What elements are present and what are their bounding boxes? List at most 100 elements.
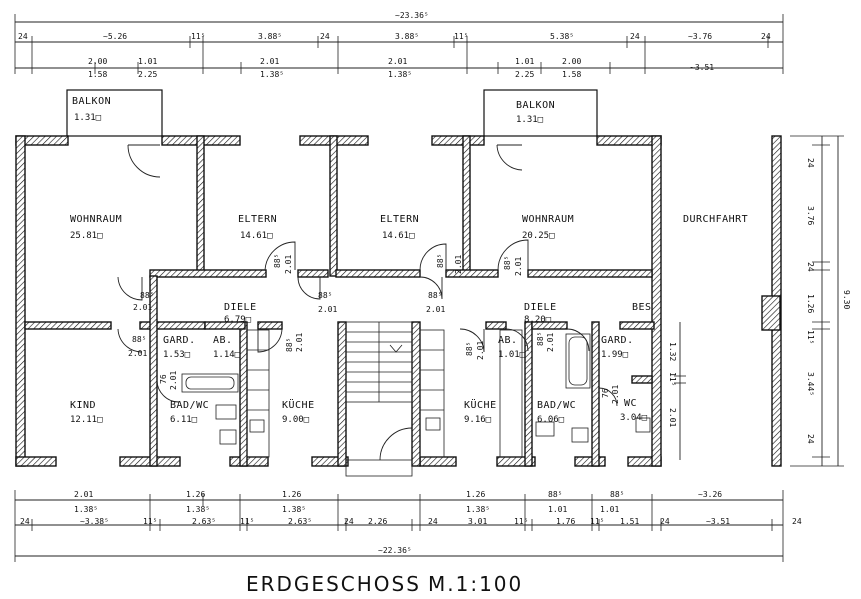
dim-bot-r2-4: 11⁵ [240, 517, 254, 526]
kueche-left-name: KÜCHE [282, 398, 315, 411]
dim-bot-r2-8: 24 [428, 517, 438, 526]
diele-right-area: 8.20□ [524, 315, 552, 325]
ab-left-area: 1.14□ [213, 350, 241, 360]
eltern-left-name: ELTERN [238, 214, 277, 225]
dim-top-r2u-1: 1.01 [138, 57, 157, 66]
door-label: 76 [159, 374, 168, 384]
dim-bot-r2-10: 11⁵ [514, 517, 528, 526]
top-dimensions: ~23.36⁵ 24 ~5.26 11⁵ 3.88⁵ 24 3.88⁵ 11⁵ … [14, 11, 784, 79]
door-labels: 88⁵ 2.01 88⁵ 2.01 88⁵ 2.01 88⁵ 2.01 88⁵ … [128, 254, 620, 404]
gard-left-name: GARD. [163, 335, 196, 346]
dim-bot-r2-3: 2.63⁵ [192, 517, 216, 526]
dim-top-r2l-0: 1.58 [88, 70, 107, 79]
door-label: 2.01 [514, 257, 523, 276]
dim-inner-2: 2.01 [668, 408, 677, 427]
door-label: 88⁵ [132, 335, 146, 344]
wc-area: 3.04□ [620, 413, 648, 423]
dim-bot-r1l-0: 1.38⁵ [74, 505, 98, 514]
door-label: 2.01 [318, 305, 337, 314]
eltern-right-area: 14.61□ [382, 231, 415, 241]
kind-name: KIND [70, 400, 96, 411]
dim-bot-r2-11: 1.76 [556, 517, 575, 526]
door-label: 2.01 [284, 255, 293, 274]
bes-name: BES [632, 302, 652, 313]
dim-top-r1-5: 3.88⁵ [395, 32, 419, 41]
dim-bot-r2-1: ~3.38⁵ [80, 517, 109, 526]
dim-bot-r1u-3: 1.26 [466, 490, 485, 499]
kueche-right-area: 9.16□ [464, 415, 492, 425]
dim-bot-r1u-5: 88⁵ [610, 490, 624, 499]
door-label: 88⁵ [140, 291, 154, 300]
gard-left-area: 1.53□ [163, 350, 191, 360]
wohnraum-right-name: WOHNRAUM [522, 214, 574, 225]
dim-top-r1-9: ~3.76 [688, 32, 712, 41]
badwc-left-area: 6.11□ [170, 415, 198, 425]
dim-bot-r2-5: 2.63⁵ [288, 517, 312, 526]
dim-bot-overall: ~22.36⁵ [378, 546, 412, 555]
door-label: 88⁵ [503, 256, 512, 270]
door-label: 88⁵ [318, 291, 332, 300]
dim-top-r1-8: 24 [630, 32, 640, 41]
dim-bot-r2-2: 11⁵ [143, 517, 157, 526]
staircase [345, 321, 413, 477]
kind-area: 12.11□ [70, 415, 103, 425]
dim-inner-0: 1.32 [668, 342, 677, 361]
dim-bot-r1u-1: 1.26 [186, 490, 205, 499]
gard-right-area: 1.99□ [601, 350, 629, 360]
dim-bot-r1l-4: 1.01 [548, 505, 567, 514]
diele-right-name: DIELE [524, 302, 557, 313]
dim-top-r1-1: ~5.26 [103, 32, 127, 41]
doors [117, 144, 618, 461]
ab-right-name: AB. [498, 335, 518, 346]
door-label: 2.01 [128, 349, 147, 358]
dim-bot-r1u-0: 2.01 [74, 490, 93, 499]
room-labels: BALKON 1.31□ BALKON 1.31□ WOHNRAUM 25.81… [70, 96, 748, 425]
dim-top-r1-4: 24 [320, 32, 330, 41]
door-label: 2.01 [546, 333, 555, 352]
dim-bot-r2-12: 11⁵ [590, 517, 604, 526]
dim-top-r2l-4: 2.25 [515, 70, 534, 79]
dim-right-6: 24 [806, 434, 815, 444]
door-label: 88⁵ [436, 254, 445, 268]
balkon-right-name: BALKON [516, 100, 555, 111]
dim-bot-r1u-6: ~3.26 [698, 490, 722, 499]
door-label: 88⁵ [428, 291, 442, 300]
right-dimensions: 24 3.76 24 1.26 11⁵ 3.44⁵ 24 9.30 1.32 1… [668, 135, 851, 467]
door-label: 2.01 [169, 371, 178, 390]
diele-left-area: 6.79□ [224, 315, 252, 325]
kueche-right-name: KÜCHE [464, 398, 497, 411]
eltern-left-area: 14.61□ [240, 231, 273, 241]
badwc-right-area: 6.06□ [537, 415, 565, 425]
door-label: 88⁵ [465, 342, 474, 356]
wohnraum-left-area: 25.81□ [70, 231, 103, 241]
dim-right-2: 24 [806, 262, 815, 272]
durchfahrt-name: DURCHFAHRT [683, 214, 748, 225]
dim-top-r1-3: 3.88⁵ [258, 32, 282, 41]
dim-top-r2u-2: 2.01 [260, 57, 279, 66]
diele-left-name: DIELE [224, 302, 257, 313]
plan-title: ERDGESCHOSS [246, 572, 421, 596]
door-label: 88⁵ [273, 254, 282, 268]
dim-bot-r1l-3: 1.38⁵ [466, 505, 490, 514]
door-label: 88⁵ [285, 338, 294, 352]
door-label: 2.01 [454, 255, 463, 274]
wohnraum-right-area: 20.25□ [522, 231, 555, 241]
dim-bot-r1u-2: 1.26 [282, 490, 301, 499]
dim-top-r2l-5: 1.58 [562, 70, 581, 79]
balkon-left-outline [66, 89, 163, 137]
dim-top-r2u-3: 2.01 [388, 57, 407, 66]
door-label: 88⁵ [536, 332, 545, 346]
dim-bot-r1l-5: 1.01 [600, 505, 619, 514]
dim-bot-r1l-1: 1.38⁵ [186, 505, 210, 514]
kitchen-right-counter [419, 329, 445, 458]
door-label: 2.01 [295, 333, 304, 352]
fixtures [181, 329, 651, 458]
door-label: 2.01 [426, 305, 445, 314]
wohnraum-left-name: WOHNRAUM [70, 214, 122, 225]
dim-right-0: 24 [806, 158, 815, 168]
balkon-left-area: 1.31□ [74, 113, 102, 123]
ab-right-area: 1.01□ [498, 350, 526, 360]
ab-left-name: AB. [213, 335, 233, 346]
walls [15, 135, 782, 467]
